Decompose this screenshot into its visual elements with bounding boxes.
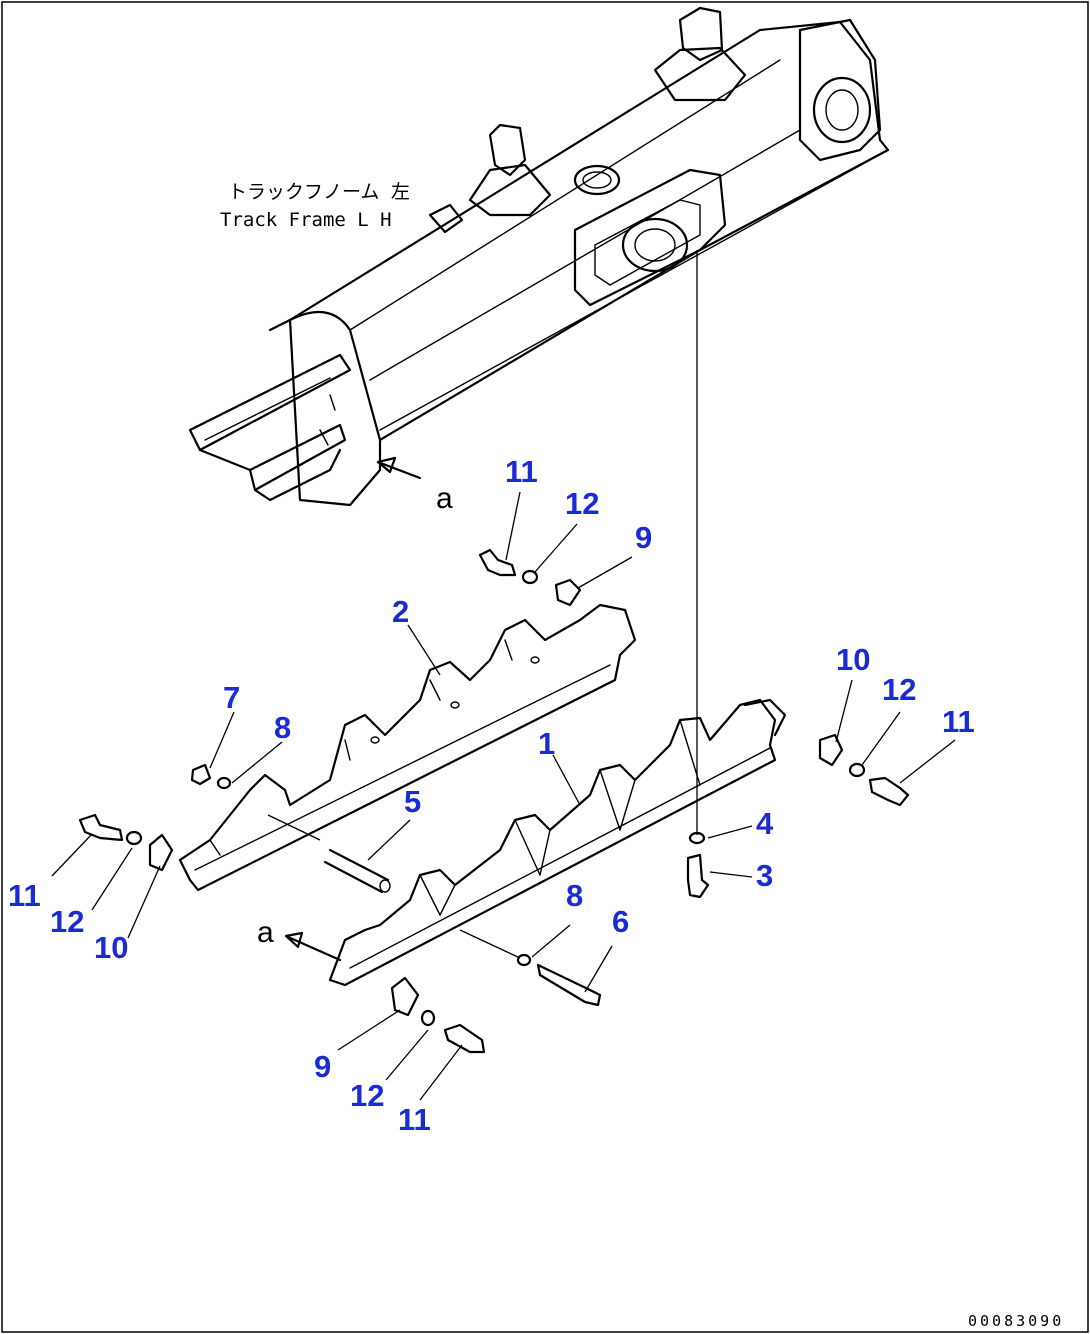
callout-7: 7 <box>223 680 240 715</box>
view-a-label-bottom: a <box>257 916 274 949</box>
callout-3: 3 <box>756 858 773 893</box>
callout-10-left: 10 <box>94 930 128 965</box>
callouts: 11 12 9 2 7 8 1 5 10 12 11 4 3 11 12 10 … <box>8 454 975 1137</box>
callout-8-left: 8 <box>274 710 291 745</box>
callout-11-bottom: 11 <box>398 1102 431 1137</box>
callout-9-top: 9 <box>635 520 652 555</box>
callout-11-right: 11 <box>942 704 975 739</box>
track-frame-label-jp: トラックフノーム 左 <box>228 181 410 203</box>
callout-11-top: 11 <box>505 454 538 489</box>
leader-lines <box>51 491 956 1101</box>
callout-12-left: 12 <box>50 904 84 939</box>
lower-guard-illustration <box>328 698 787 987</box>
callout-9-bottom: 9 <box>314 1049 331 1084</box>
view-a-label-top: a <box>436 482 453 515</box>
callout-4: 4 <box>756 806 774 841</box>
drawing-number: 00083090 <box>968 1312 1064 1330</box>
track-frame-label-en: Track Frame L H <box>220 209 392 231</box>
callout-12-right: 12 <box>882 672 916 707</box>
callout-2: 2 <box>392 594 409 629</box>
callout-6: 6 <box>612 904 629 939</box>
upper-guard-illustration <box>178 603 637 892</box>
callout-12-bottom: 12 <box>350 1078 384 1113</box>
track-frame-illustration <box>188 6 890 507</box>
callout-10-right: 10 <box>836 642 870 677</box>
callout-12-top: 12 <box>565 486 599 521</box>
callout-1: 1 <box>538 726 555 761</box>
hardware-illustration <box>78 250 910 1054</box>
callout-5: 5 <box>404 784 421 819</box>
callout-8-mid: 8 <box>566 878 583 913</box>
callout-11-left: 11 <box>8 878 41 913</box>
